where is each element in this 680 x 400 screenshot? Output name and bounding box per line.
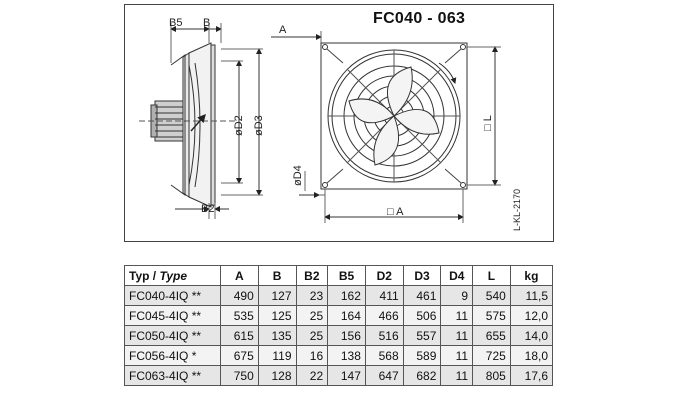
table-cell-type: FC050-4IQ ** (124, 325, 221, 346)
col-header: B2 (295, 265, 329, 286)
table-cell: 675 (220, 345, 259, 366)
table-cell: 128 (257, 365, 297, 386)
drawing-title: FC040 - 063 (373, 10, 466, 27)
table-cell: 466 (364, 305, 404, 326)
col-header: L (472, 265, 511, 286)
table-cell: 557 (402, 325, 442, 346)
table-cell: 535 (220, 305, 259, 326)
table-cell-type: FC045-4IQ ** (124, 305, 221, 326)
col-header-type: Typ / Type (124, 265, 221, 286)
dim-label-a-top: A (279, 24, 287, 36)
table-cell: 11,5 (509, 285, 554, 306)
col-header: B (257, 265, 297, 286)
technical-drawing: FC040 - 063 B5 B A øD2 øD3 øD4 B2 □ A □ … (124, 4, 554, 242)
table-cell-type: FC063-4IQ ** (124, 365, 221, 386)
table-cell: 506 (402, 305, 442, 326)
front-dimensions (324, 46, 501, 223)
table-cell: 11 (440, 305, 474, 326)
table-cell: 11 (440, 325, 474, 346)
table-cell: 516 (364, 325, 404, 346)
table-cell: 568 (364, 345, 404, 366)
fan-drawing-svg (139, 23, 501, 223)
mount-hole (460, 44, 466, 50)
table-cell: 18,0 (509, 345, 554, 366)
mount-hole (322, 44, 328, 50)
table-cell: 25 (295, 325, 329, 346)
dim-label-b5: B5 (169, 17, 183, 29)
table-cell: 25 (295, 305, 329, 326)
table-cell: 9 (440, 285, 474, 306)
col-header: D4 (440, 265, 474, 286)
dim-label-d2: øD2 (233, 115, 245, 136)
mount-hole (322, 182, 328, 188)
col-header: D3 (402, 265, 442, 286)
table-cell: 135 (257, 325, 297, 346)
table-cell: 23 (295, 285, 329, 306)
table-cell-type: FC040-4IQ ** (124, 285, 221, 306)
table-cell: 156 (327, 325, 366, 346)
table-cell: 411 (364, 285, 404, 306)
dim-label-d4: øD4 (292, 165, 304, 186)
table-cell: 655 (472, 325, 511, 346)
table-cell: 12,0 (509, 305, 554, 326)
table-cell: 22 (295, 365, 329, 386)
dim-label-d3: øD3 (253, 115, 265, 136)
header-typ-text: Typ / (129, 268, 160, 283)
table-cell: 17,6 (509, 365, 554, 386)
table-cell: 725 (472, 345, 511, 366)
table-cell: 127 (257, 285, 297, 306)
dimensions-table: Typ / Type A B B2 B5 D2 D3 D4 L kg FC040… (124, 265, 554, 386)
dim-label-l: □ L (482, 115, 494, 131)
d4-dimension (299, 171, 325, 198)
header-type-text: Type (159, 268, 188, 283)
dim-label-b2: B2 (201, 203, 215, 215)
table-cell: 750 (220, 365, 259, 386)
table-cell: 119 (257, 345, 297, 366)
front-view (320, 42, 468, 190)
table-cell: 125 (257, 305, 297, 326)
table-cell: 615 (220, 325, 259, 346)
table-cell: 147 (327, 365, 366, 386)
table-cell: 540 (472, 285, 511, 306)
table-cell: 805 (472, 365, 511, 386)
table-cell: 682 (402, 365, 442, 386)
table-cell: 138 (327, 345, 366, 366)
col-header: B5 (327, 265, 366, 286)
table-cell-type: FC056-4IQ * (124, 345, 221, 366)
col-header: D2 (364, 265, 404, 286)
side-view (139, 23, 322, 219)
table-cell: 589 (402, 345, 442, 366)
table-cell: 162 (327, 285, 366, 306)
table-cell: 647 (364, 365, 404, 386)
drawing-code: L-KL-2170 (512, 188, 522, 231)
table-cell: 490 (220, 285, 259, 306)
table-cell: 461 (402, 285, 442, 306)
table-cell: 16 (295, 345, 329, 366)
table-cell: 14,0 (509, 325, 554, 346)
mount-hole (460, 182, 466, 188)
col-header: kg (509, 265, 554, 286)
dim-label-b: B (203, 17, 211, 29)
table-cell: 11 (440, 365, 474, 386)
col-header: A (220, 265, 259, 286)
table-header-row: Typ / Type A B B2 B5 D2 D3 D4 L kg (124, 265, 554, 286)
square-plate (320, 42, 468, 190)
table-cell: 164 (327, 305, 366, 326)
table-cell: 575 (472, 305, 511, 326)
dim-label-a-bottom: □ A (387, 206, 404, 218)
table-cell: 11 (440, 345, 474, 366)
